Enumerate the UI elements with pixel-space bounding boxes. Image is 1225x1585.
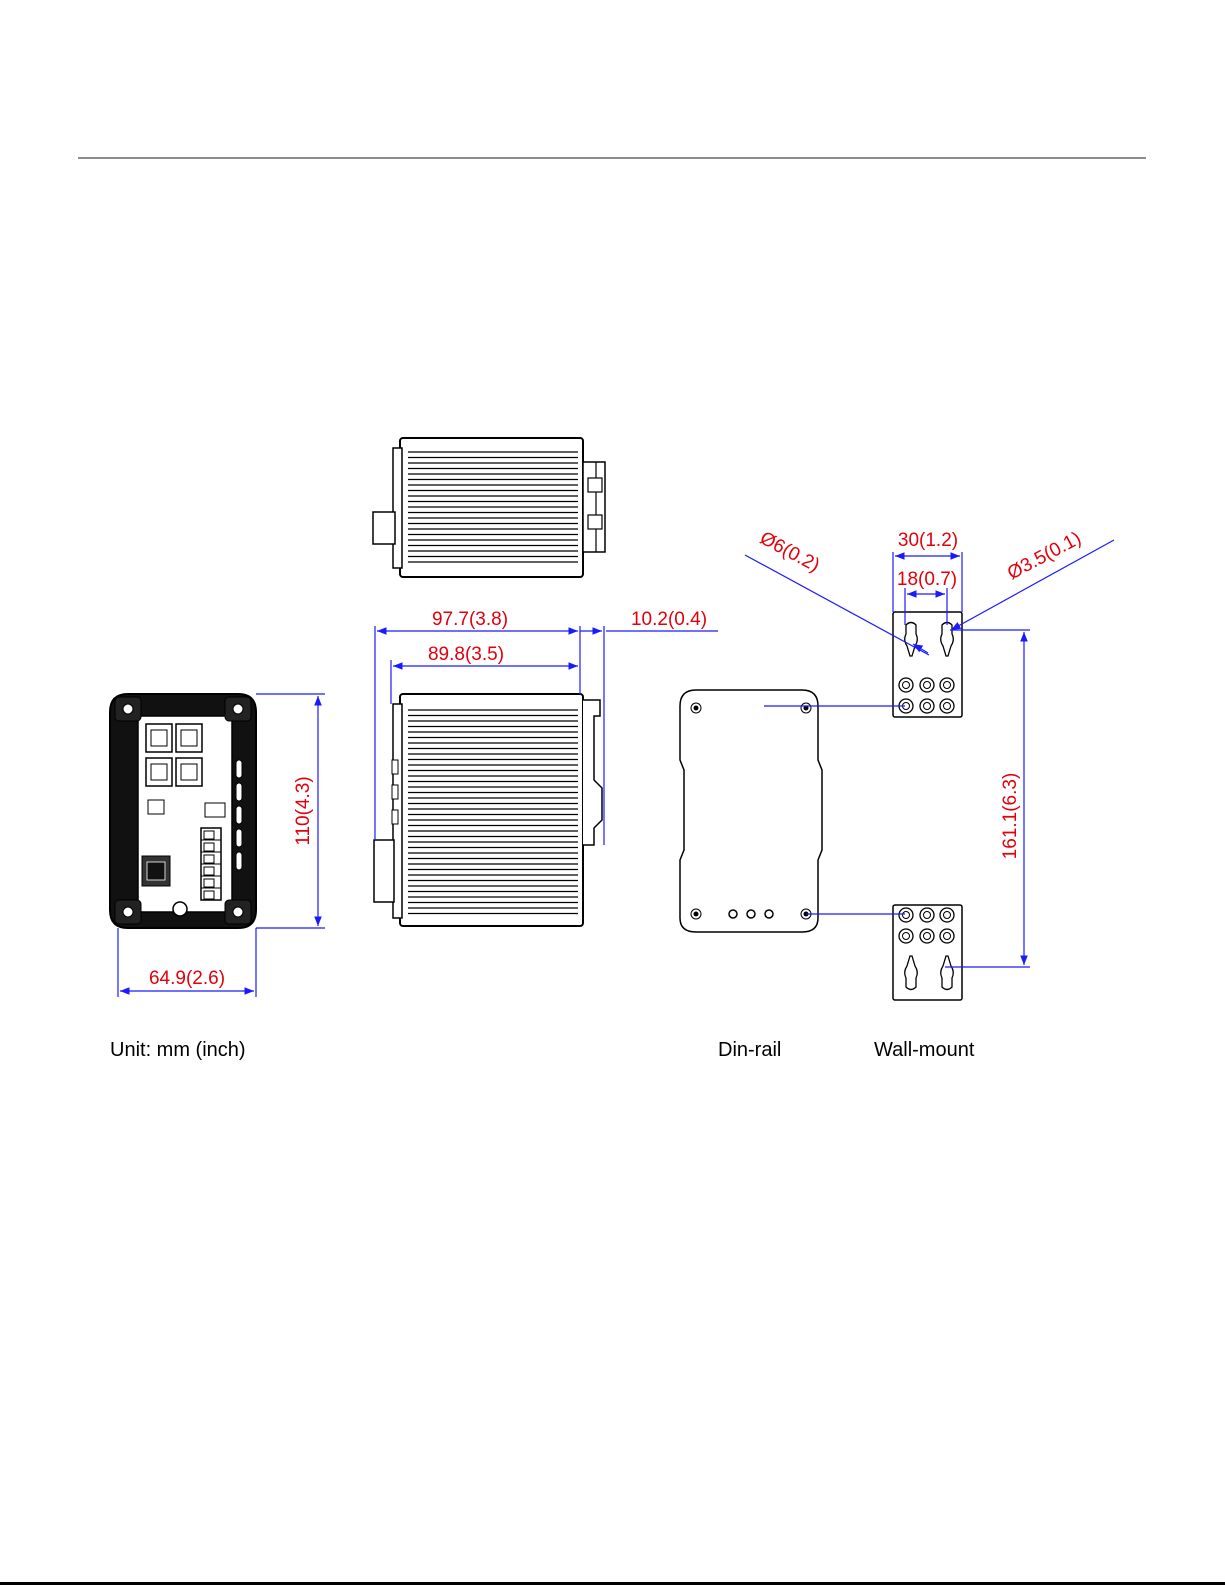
- dim-slot-spacing: 18(0.7): [897, 569, 957, 590]
- wall-mount-bracket-top: [893, 612, 962, 717]
- dim-clip-depth: 10.2(0.4): [631, 609, 707, 630]
- dim-hole-small: Ø3.5(0.1): [1004, 528, 1085, 584]
- dim-front-width: 64.9(2.6): [149, 968, 225, 989]
- back-plate: [680, 690, 822, 932]
- dim-hole-large: Ø6(0.2): [756, 528, 823, 577]
- front-view: [110, 694, 256, 928]
- side-view: [374, 694, 602, 926]
- dim-side-depth-total: 97.7(3.8): [432, 609, 508, 630]
- din-rail-caption: Din-rail: [718, 1039, 781, 1061]
- wall-mount-caption: Wall-mount: [874, 1039, 975, 1061]
- wall-mount-bracket-bottom: [893, 905, 962, 1000]
- dim-bracket-width: 30(1.2): [898, 530, 958, 551]
- top-view: [373, 438, 605, 577]
- dim-front-height: 110(4.3): [293, 776, 314, 845]
- dim-mount-height: 161.1(6.3): [1000, 773, 1021, 860]
- dim-side-depth-body: 89.8(3.5): [428, 644, 504, 665]
- unit-caption: Unit: mm (inch): [110, 1039, 246, 1061]
